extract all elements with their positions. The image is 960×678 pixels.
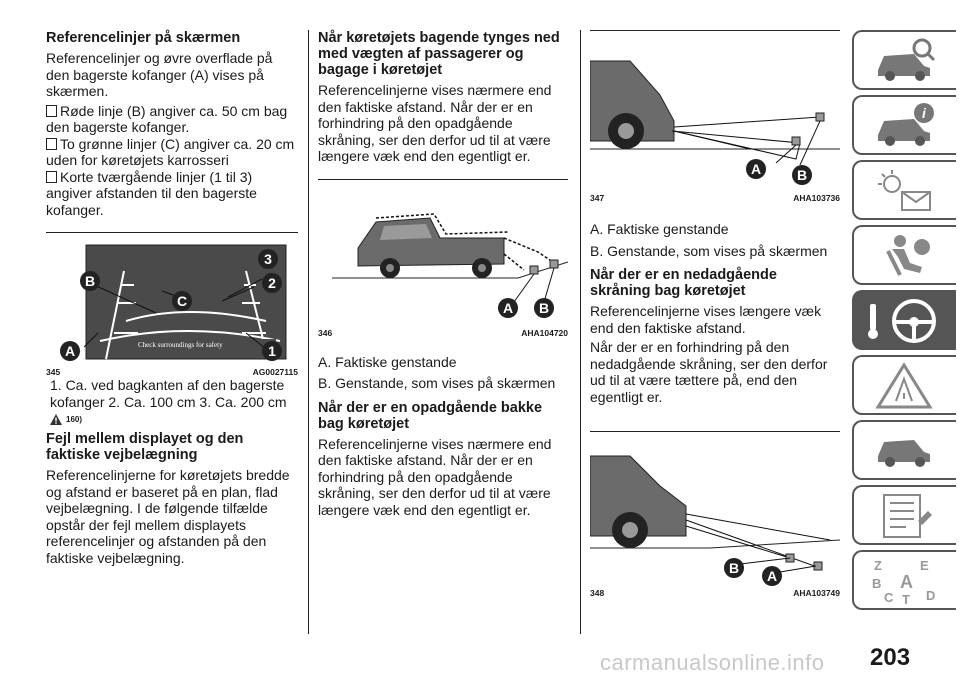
label-B: B: [539, 300, 549, 316]
tab-service[interactable]: [852, 420, 956, 480]
tab-car-info[interactable]: i: [852, 95, 956, 155]
pickup-truck-illustration: A B: [332, 212, 568, 318]
legend-displayed-objects: B. Genstande, som vises på skærmen: [318, 375, 556, 391]
steering-key-icon: [868, 299, 936, 343]
label-A: A: [767, 568, 777, 584]
label-A: A: [751, 161, 761, 177]
figure-code: AHA103736: [793, 193, 840, 203]
label-2: 2: [268, 275, 276, 291]
figure-347: A B 347 AHA103736: [590, 30, 840, 203]
figure-code: AHA104720: [521, 327, 568, 338]
display-error-text: Referencelinjerne for køretøjets bredde …: [46, 467, 290, 566]
heading-reference-lines: Referencelinjer på skærmen: [46, 30, 241, 46]
legend-displayed-objects: B. Genstande, som vises på skærmen: [590, 242, 828, 259]
label-A: A: [503, 300, 513, 316]
tab-car-overview[interactable]: [852, 30, 956, 90]
safety-airbag-icon: [886, 235, 930, 276]
rear-camera-display-illustration: Check surroundings for safety B C 3 2 A …: [60, 244, 287, 361]
heading-display-error: Fejl mellem displayet og den faktiske ve…: [46, 431, 244, 463]
lights-mail-icon: [878, 170, 931, 211]
column-divider-2: [580, 30, 581, 634]
label-1: 1: [268, 343, 276, 359]
warning-reference: 160): [50, 414, 298, 425]
car-service-icon: [878, 440, 930, 467]
rear-uphill-illustration: B A: [590, 455, 840, 586]
svg-text:Z: Z: [874, 558, 882, 573]
legend-actual-objects: A. Faktiske genstande: [590, 221, 729, 237]
downhill-text-2: Når der er en forhindring på den nedadgå…: [590, 339, 828, 405]
figure-number: 345: [46, 367, 61, 377]
figure-number: 348: [590, 588, 605, 598]
svg-text:B: B: [872, 576, 881, 591]
tab-safety[interactable]: [852, 225, 956, 285]
rear-weighted-text: Referencelinjerne vises nærmere end den …: [318, 82, 552, 164]
label-B: B: [729, 560, 739, 576]
label-B: B: [85, 273, 95, 289]
figure-number: 346: [318, 327, 333, 338]
figure-348: B A 348 AHA103749: [590, 431, 840, 598]
tab-index[interactable]: Z E B A C T D: [852, 550, 956, 610]
car-overview-icon: [878, 38, 936, 81]
svg-text:E: E: [920, 558, 929, 573]
heading-downhill: Når der er en nedadgående skråning bag k…: [590, 267, 777, 299]
svg-text:T: T: [902, 592, 910, 607]
bullet-cross-lines: Korte tværgående linjer (1 til 3) angive…: [46, 169, 298, 219]
page-number: 203: [870, 644, 911, 671]
tab-driving[interactable]: [852, 290, 956, 350]
specs-list-icon: [883, 494, 932, 538]
label-C: C: [177, 293, 187, 309]
intro-text: Referencelinjer og øvre overflade på den…: [46, 50, 273, 99]
svg-text:D: D: [926, 588, 935, 603]
figure-345: Check surroundings for safety B C 3 2 A …: [46, 232, 298, 377]
column-2: Når køretøjets bagende tynges ned med væ…: [318, 30, 568, 518]
bullet-red-line: Røde linje (B) angiver ca. 50 cm bag den…: [46, 103, 298, 136]
svg-text:C: C: [884, 590, 894, 605]
figure-code: AHA103749: [793, 588, 840, 598]
legend-actual-objects: A. Faktiske genstande: [318, 353, 457, 370]
figure-347-caption: 347 AHA103736: [590, 193, 840, 203]
screen-warning-text: Check surroundings for safety: [138, 341, 223, 349]
label-B: B: [797, 167, 807, 183]
tab-specs[interactable]: [852, 485, 956, 545]
uphill-text: Referencelinjerne vises nærmere end den …: [318, 435, 552, 518]
tab-emergency[interactable]: [852, 355, 956, 415]
figure-number: 347: [590, 193, 605, 203]
figure-346-caption: 346 AHA104720: [318, 328, 568, 338]
label-A: A: [65, 343, 75, 359]
figure-345-caption: 345 AG0027115: [46, 367, 298, 377]
heading-uphill: Når der er en opadgående bakke bag køret…: [318, 399, 543, 432]
warning-road-icon: [875, 362, 933, 409]
downhill-text-1: Referencelinjerne vises længere væk end …: [590, 303, 822, 336]
figure-348-caption: 348 AHA103749: [590, 588, 840, 598]
figure-346: A B 346 AHA104720: [318, 178, 568, 338]
tab-lights-mail[interactable]: [852, 160, 956, 220]
rear-downhill-illustration: A B: [590, 60, 840, 185]
heading-rear-weighted: Når køretøjets bagende tynges ned med væ…: [318, 30, 560, 78]
svg-text:i: i: [922, 105, 927, 121]
warning-triangle-icon: [50, 414, 62, 425]
label-3: 3: [264, 251, 272, 267]
column-1: Referencelinjer på skærmen Referencelinj…: [46, 30, 298, 566]
car-info-icon: i: [878, 103, 934, 146]
column-3: A B 347 AHA103736 A. Faktiske genstande …: [590, 30, 840, 598]
bullet-green-lines: To grønne linjer (C) angiver ca. 20 cm u…: [46, 136, 298, 169]
watermark: carmanualsonline.info: [600, 650, 825, 675]
figure-code: AG0027115: [252, 367, 298, 377]
chapter-tabs: i Z E B A C T D: [852, 30, 956, 615]
column-divider-1: [308, 30, 309, 634]
svg-text:A: A: [900, 572, 913, 592]
alphabet-index-icon: Z E B A C T D: [872, 558, 935, 607]
figure-345-legend: 1. Ca. ved bagkanten af den bagerste kof…: [50, 377, 287, 410]
